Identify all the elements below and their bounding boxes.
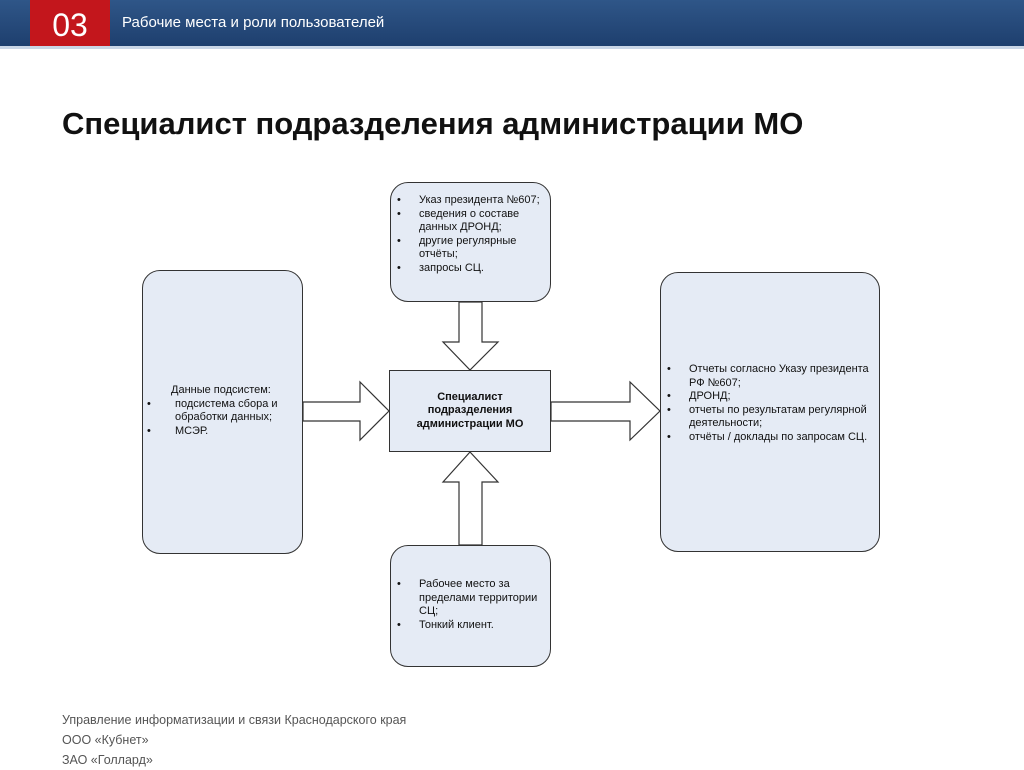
left-list: подсистема сбора и обработки данных; МСЭ… [143, 398, 296, 439]
list-item: Отчеты согласно Указу президента РФ №607… [661, 363, 871, 390]
list-item: отчёты / доклады по запросам СЦ. [661, 431, 871, 445]
header-stripe [0, 46, 1024, 49]
top-list: Указ президента №607; сведения о составе… [391, 194, 542, 275]
footer-line: ЗАО «Голлард» [62, 753, 153, 767]
page-title: Специалист подразделения администрации М… [62, 106, 804, 141]
input-box-left: Данные подсистем: подсистема сбора и обр… [142, 270, 303, 554]
arrow-left-to-center [302, 380, 390, 442]
left-box-lead: Данные подсистем: [171, 384, 271, 396]
footer-line: ООО «Кубнет» [62, 733, 149, 747]
center-role-box: Специалист подразделения администрации М… [389, 370, 551, 452]
list-item: подсистема сбора и обработки данных; [143, 398, 296, 425]
list-item: другие регулярные отчёты; [391, 235, 542, 262]
header-bar [0, 0, 1024, 46]
arrow-bottom-to-center [441, 451, 500, 546]
input-box-bottom: Рабочее место за пределами территории СЦ… [390, 545, 551, 667]
section-title: Рабочие места и роли пользователей [122, 14, 385, 31]
list-item: запросы СЦ. [391, 262, 542, 276]
list-item: Тонкий клиент. [391, 619, 542, 633]
list-item: сведения о составе данных ДРОНД; [391, 208, 542, 235]
input-box-top: Указ президента №607; сведения о составе… [390, 182, 551, 302]
list-item: ДРОНД; [661, 390, 871, 404]
output-box-right: Отчеты согласно Указу президента РФ №607… [660, 272, 880, 552]
arrow-center-to-right [550, 380, 661, 442]
list-item: отчеты по результатам регулярной деятель… [661, 404, 871, 431]
right-list: Отчеты согласно Указу президента РФ №607… [661, 363, 871, 444]
footer: Управление информатизации и связи Красно… [62, 710, 406, 770]
list-item: Рабочее место за пределами территории СЦ… [391, 578, 542, 619]
footer-line: Управление информатизации и связи Красно… [62, 713, 407, 727]
slide-number: 03 [30, 0, 110, 46]
list-item: Указ президента №607; [391, 194, 542, 208]
arrow-top-to-center [441, 301, 500, 371]
bottom-list: Рабочее место за пределами территории СЦ… [391, 578, 542, 632]
list-item: МСЭР. [143, 425, 296, 439]
